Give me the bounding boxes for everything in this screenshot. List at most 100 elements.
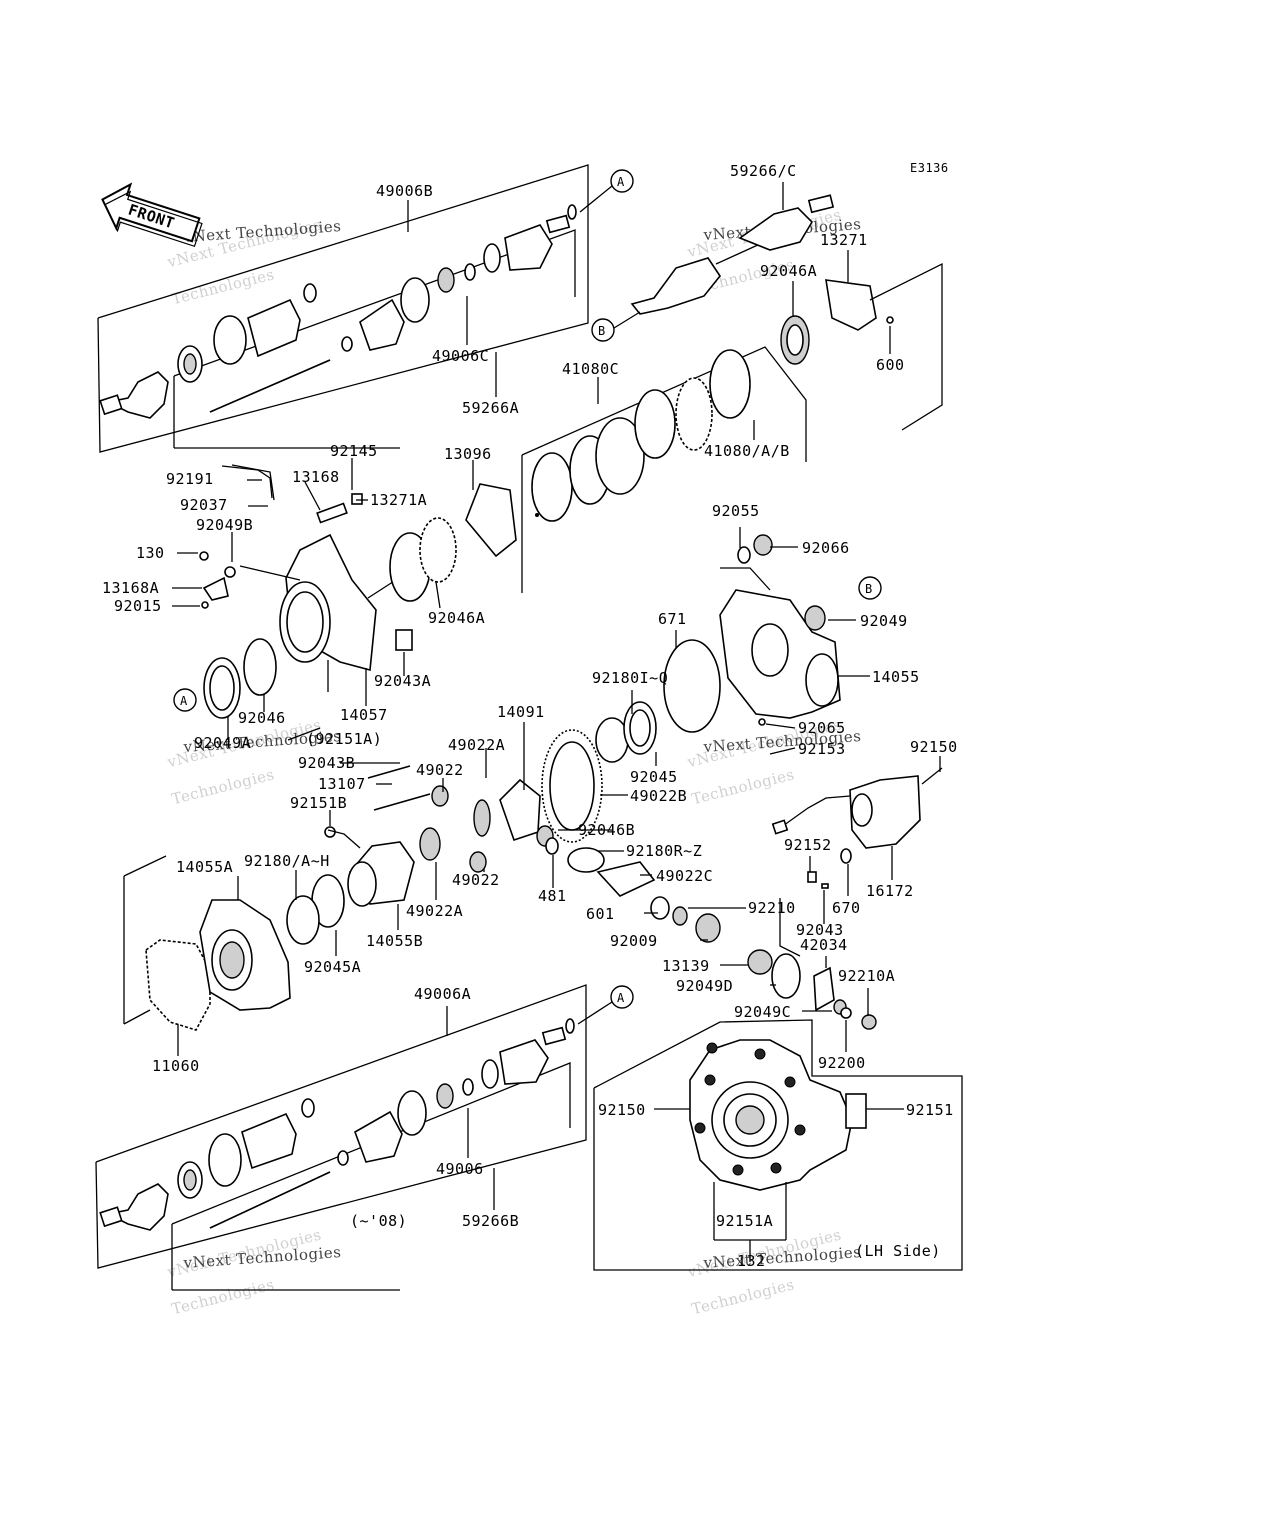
part-label: 92180R~Z — [626, 842, 702, 860]
part-label: 670 — [832, 899, 861, 917]
part-label: 92015 — [114, 597, 162, 615]
part-label: 59266B — [462, 1212, 519, 1230]
part-label: 92180I~Q — [592, 669, 668, 687]
part-label: 59266A — [462, 399, 519, 417]
part-label: 59266/C — [730, 162, 797, 180]
part-label: 49006A — [414, 985, 471, 1003]
marker-a-label: A — [180, 694, 188, 708]
part-label: 14055 — [872, 668, 920, 686]
marker-b-label: B — [598, 324, 606, 338]
part-label: 92049A — [194, 734, 251, 752]
part-label: 92043A — [374, 672, 431, 690]
part-label: 49022A — [448, 736, 505, 754]
part-label: 601 — [586, 905, 615, 923]
part-label: 49006 — [436, 1160, 484, 1178]
part-label: 92046B — [578, 821, 635, 839]
marker-b-label: B — [865, 582, 873, 596]
part-label: 92045 — [630, 768, 678, 786]
part-label: 92151B — [290, 794, 347, 812]
part-label: 13107 — [318, 775, 366, 793]
part-label: 92191 — [166, 470, 214, 488]
part-label: 13271 — [820, 231, 868, 249]
marker-a: A — [610, 169, 634, 193]
part-label: 92045A — [304, 958, 361, 976]
front-drive-shaft-lower: (~'08) — [95, 984, 613, 1291]
part-label: 92152 — [784, 836, 832, 854]
part-label: 92009 — [610, 932, 658, 950]
part-label: 92200 — [818, 1054, 866, 1072]
differential-assembly — [286, 701, 721, 945]
part-label: 49022B — [630, 787, 687, 805]
part-label: 49022 — [416, 761, 464, 779]
part-label: 14055B — [366, 932, 423, 950]
part-label: 92150 — [598, 1101, 646, 1119]
marker-a-label: A — [617, 991, 625, 1005]
front-housing-14057 — [199, 464, 517, 741]
leader-lines — [172, 182, 941, 1210]
part-label: 14091 — [497, 703, 545, 721]
part-label: 481 — [538, 887, 567, 905]
cover-14055A — [123, 855, 291, 1031]
part-label: 49022 — [452, 871, 500, 889]
part-label: 92210A — [838, 967, 895, 985]
part-label: 49006C — [432, 347, 489, 365]
part-label: 92049D — [676, 977, 733, 995]
front-drive-shaft-upper — [97, 164, 613, 453]
part-label: 92055 — [712, 502, 760, 520]
part-label: 132 — [737, 1252, 766, 1270]
part-label: 130 — [136, 544, 165, 562]
part-label: 42034 — [800, 936, 848, 954]
part-label: 92049C — [734, 1003, 791, 1021]
part-label: 92043B — [298, 754, 355, 772]
rear-drive-shaft — [630, 194, 943, 431]
part-label: 92145 — [330, 442, 378, 460]
part-label: 41080/A/B — [704, 442, 790, 460]
part-label: 92037 — [180, 496, 228, 514]
part-label: 92046 — [238, 709, 286, 727]
part-label: 13139 — [662, 957, 710, 975]
actuator-16172 — [747, 767, 943, 1030]
watermark-line2: Technologies — [170, 265, 277, 308]
part-label: 92043 — [796, 921, 844, 939]
part-label: (92151A) — [306, 730, 382, 748]
watermark-line2: Technologies — [170, 1275, 277, 1318]
clutch-plate-set — [521, 346, 807, 593]
part-label: 671 — [658, 610, 687, 628]
version-note: (~'08) — [350, 1212, 407, 1230]
part-label: 13168A — [102, 579, 159, 597]
rear-housing-14055 — [663, 534, 841, 733]
part-label: 92049 — [860, 612, 908, 630]
part-label: 92046A — [428, 609, 485, 627]
part-label: 16172 — [866, 882, 914, 900]
marker-a-label: A — [617, 175, 625, 189]
part-label: 92049B — [196, 516, 253, 534]
marker-b: B — [591, 318, 615, 342]
part-label: 49006B — [376, 182, 433, 200]
part-label: 92180/A~H — [244, 852, 330, 870]
lh-side-view: (LH Side) — [593, 1019, 963, 1271]
part-label: 41080C — [562, 360, 619, 378]
part-label: 13168 — [292, 468, 340, 486]
marker-a: A — [610, 985, 634, 1009]
part-label: 600 — [876, 356, 905, 374]
part-label: 92210 — [748, 899, 796, 917]
part-labels: 49006B 49006C 59266A 59266/C 13271 92046… — [102, 162, 957, 1270]
part-label: 49022C — [656, 867, 713, 885]
part-label: 92046A — [760, 262, 817, 280]
part-label: 13096 — [444, 445, 492, 463]
part-label: 92151 — [906, 1101, 954, 1119]
lh-side-label: (LH Side) — [855, 1242, 941, 1260]
part-label: 13271A — [370, 491, 427, 509]
part-label: 11060 — [152, 1057, 200, 1075]
part-label: 14057 — [340, 706, 388, 724]
part-label: 92151A — [716, 1212, 773, 1230]
marker-b: B — [858, 576, 882, 600]
part-label: 92066 — [802, 539, 850, 557]
marker-a: A — [173, 688, 197, 712]
watermark-line2: Technologies — [690, 1275, 797, 1318]
part-label: 49022A — [406, 902, 463, 920]
watermark-line2: Technologies — [690, 765, 797, 808]
diagram-code: E3136 — [910, 161, 949, 175]
part-label: 92065 — [798, 719, 846, 737]
